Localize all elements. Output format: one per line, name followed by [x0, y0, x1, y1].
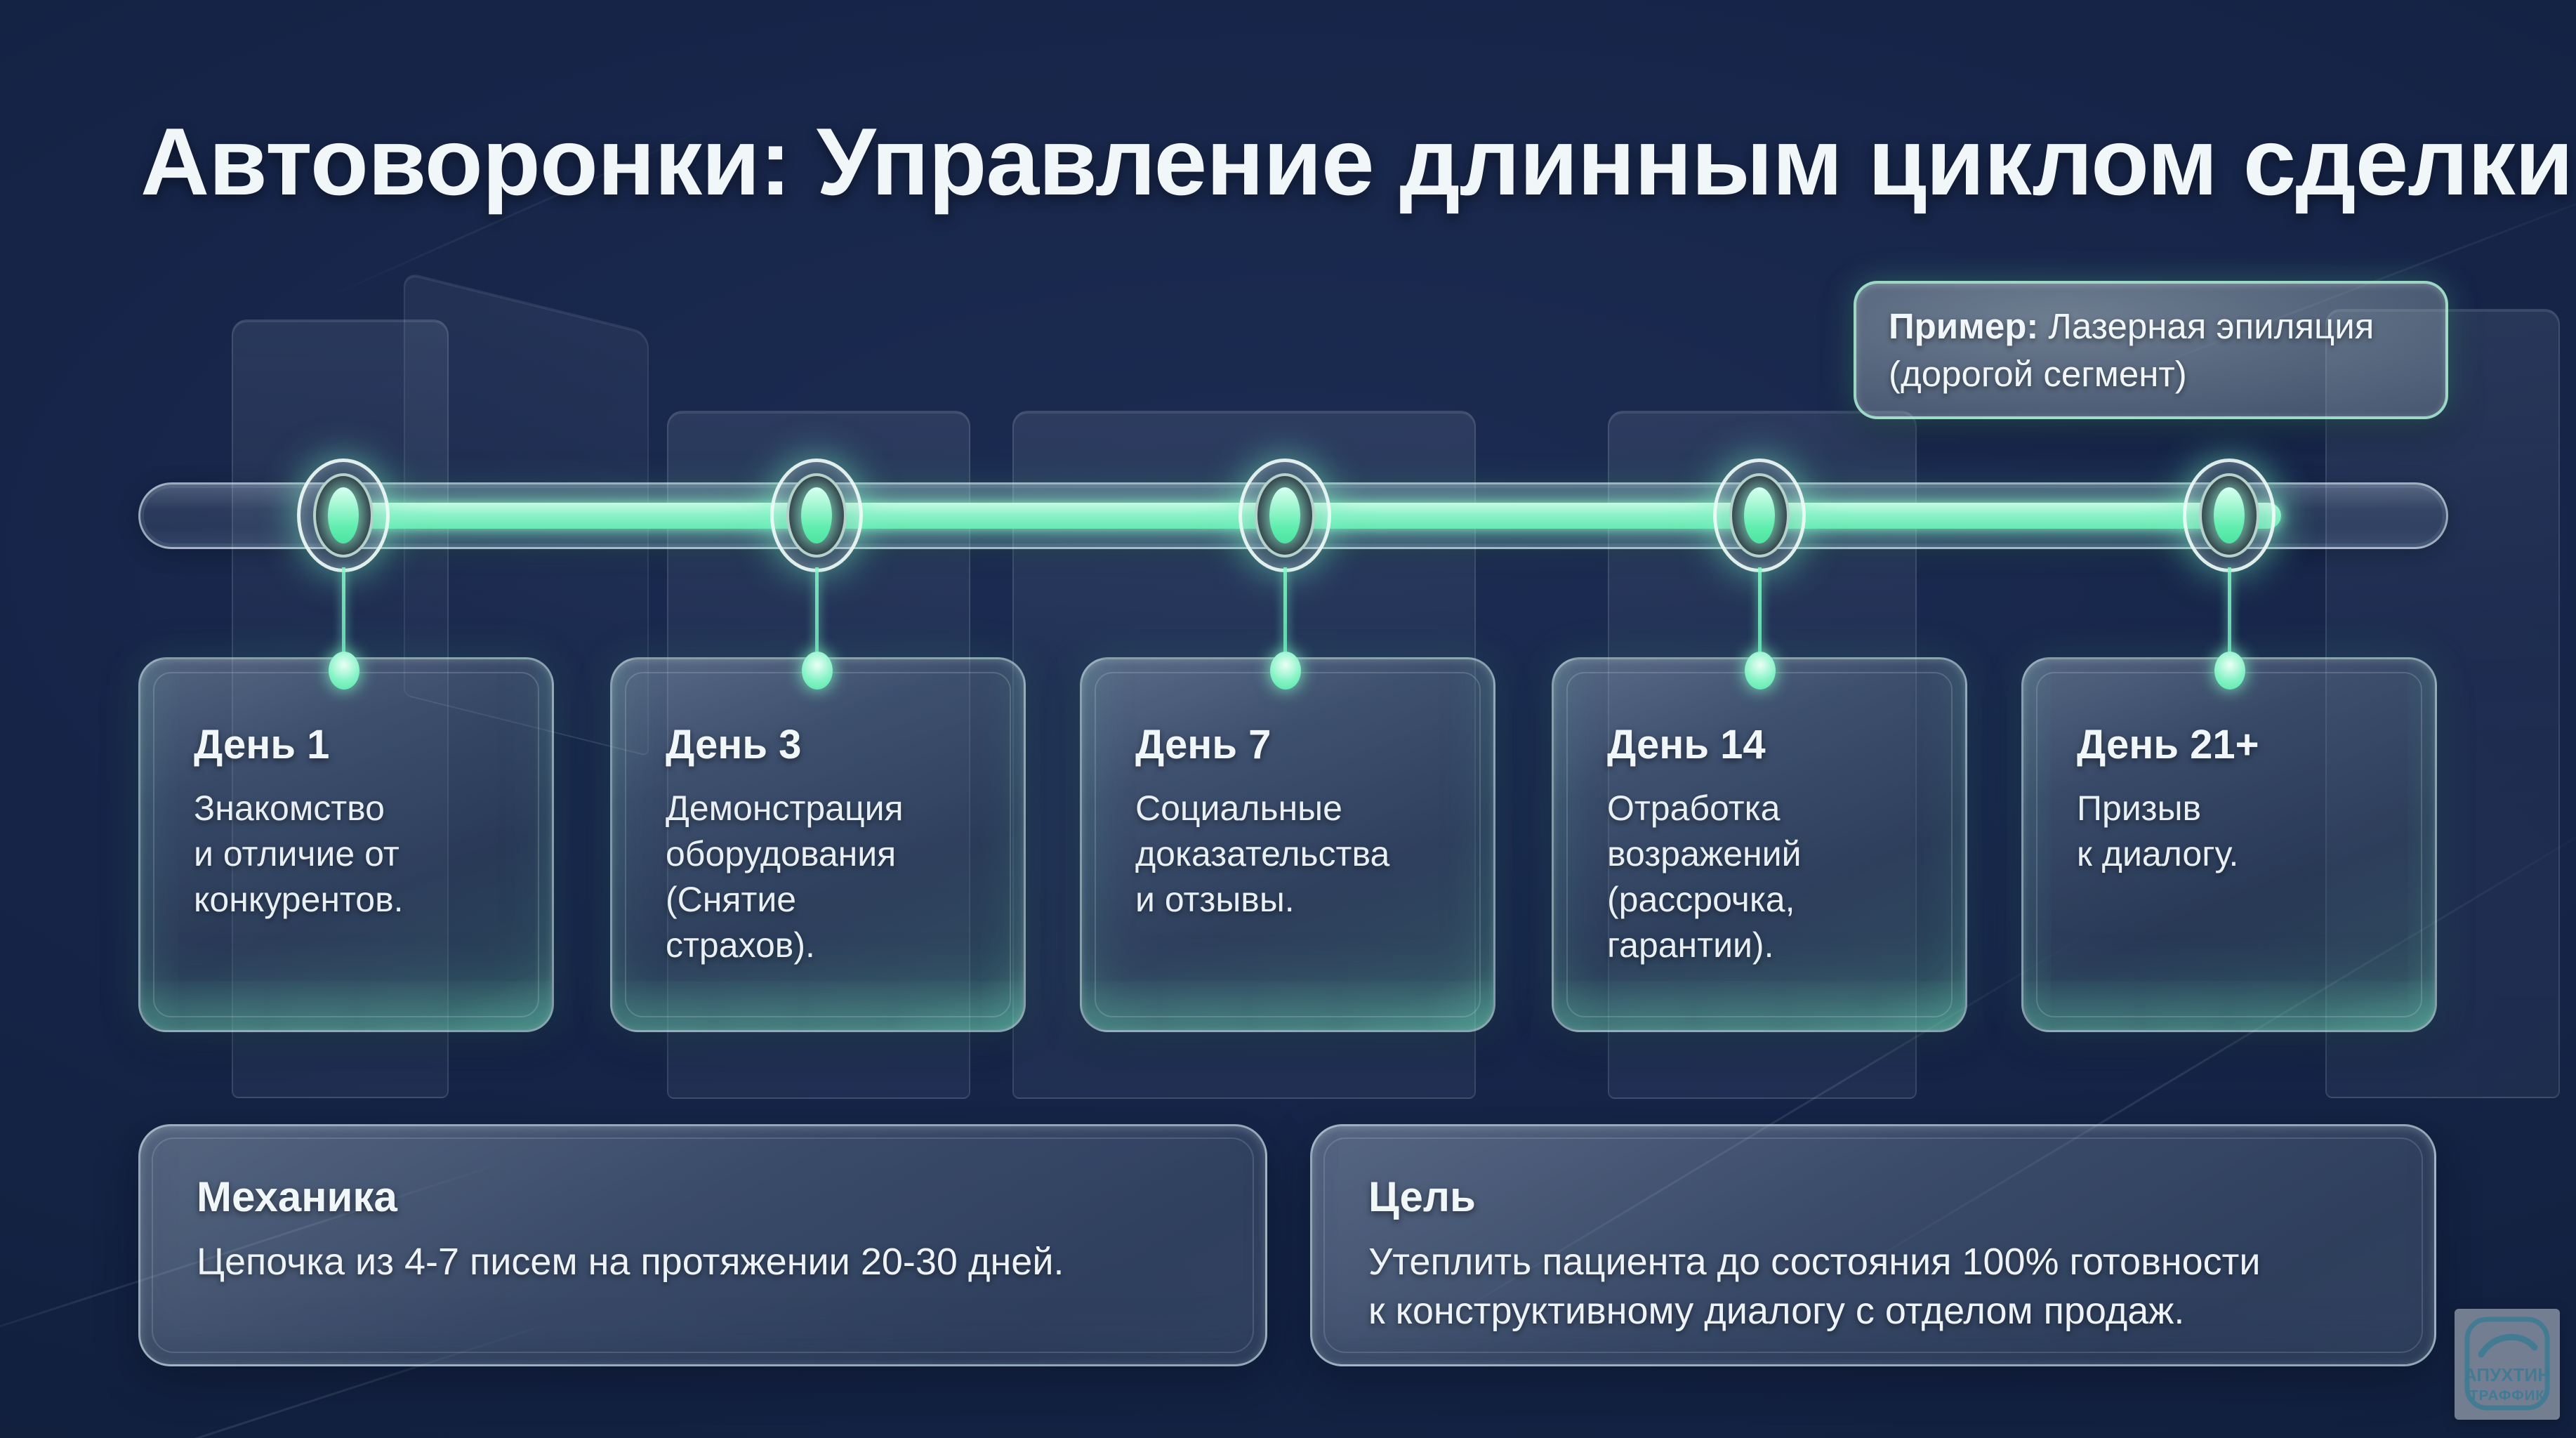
- day-card-21plus: День 21+ Призыв к диалогу.: [2021, 657, 2437, 1032]
- day-card-1: День 1 Знакомство и отличие от конкурент…: [138, 657, 554, 1032]
- day-card-7: День 7 Социальные доказательства и отзыв…: [1080, 657, 1495, 1032]
- day-card-text: Призыв к диалогу.: [2077, 788, 2239, 873]
- node-core: [1269, 487, 1300, 543]
- timeline-node-day21: [2183, 459, 2276, 572]
- info-card-text: Цепочка из 4-7 писем на протяжении 20-30…: [197, 1241, 1064, 1283]
- timeline-node-day1: [297, 459, 390, 572]
- apukhtin-traffic-logo-icon: АПУХТИН ТРАФФИК: [2464, 1317, 2551, 1411]
- day-card-3: День 3 Демонстрация оборудования (Снятие…: [610, 657, 1026, 1032]
- example-value: Лазерная эпиляция (дорогой сегмент): [1889, 306, 2374, 394]
- example-callout-text: Пример:Лазерная эпиляция (дорогой сегмен…: [1889, 303, 2413, 397]
- watermark: АПУХТИН ТРАФФИК: [2455, 1309, 2560, 1420]
- timeline-node-day14: [1713, 459, 1806, 572]
- watermark-line1: АПУХТИН: [2464, 1364, 2551, 1385]
- day-card-title: День 21+: [2077, 722, 2259, 767]
- day-card-text: Отработка возражений (рассрочка, гаранти…: [1607, 788, 1802, 965]
- mechanics-card: Механика Цепочка из 4-7 писем на протяже…: [138, 1124, 1267, 1366]
- connector-dot: [2214, 652, 2245, 690]
- day-card-14: День 14 Отработка возражений (рассрочка,…: [1552, 657, 1967, 1032]
- day-card-text: Знакомство и отличие от конкурентов.: [194, 788, 404, 919]
- page-title: Автоворонки: Управление длинным циклом с…: [140, 108, 2573, 215]
- connector-dot: [328, 652, 359, 690]
- info-card-title: Механика: [197, 1173, 397, 1220]
- connector-line: [1744, 567, 1776, 690]
- connector-line: [328, 567, 359, 690]
- node-core: [328, 487, 359, 543]
- info-card-text: Утеплить пациента до состояния 100% гото…: [1368, 1241, 2261, 1333]
- example-label: Пример:: [1889, 306, 2039, 347]
- day-card-text: Демонстрация оборудования (Снятие страхо…: [666, 788, 904, 965]
- day-card-title: День 7: [1135, 722, 1272, 767]
- swoosh-arc-icon: [2478, 1333, 2538, 1358]
- timeline-node-day3: [770, 459, 863, 572]
- connector-line: [801, 567, 833, 690]
- connector-dot: [1269, 652, 1301, 690]
- day-card-text: Социальные доказательства и отзывы.: [1135, 788, 1390, 919]
- timeline-node-day7: [1239, 459, 1331, 572]
- watermark-line2: ТРАФФИК: [2469, 1387, 2545, 1404]
- glass-panel: [2325, 309, 2560, 1098]
- node-core: [1744, 487, 1775, 543]
- goal-card: Цель Утеплить пациента до состояния 100%…: [1310, 1124, 2436, 1366]
- example-callout: Пример:Лазерная эпиляция (дорогой сегмен…: [1854, 281, 2448, 419]
- day-card-title: День 14: [1607, 722, 1766, 767]
- node-core: [801, 487, 832, 543]
- day-card-title: День 1: [194, 722, 330, 767]
- day-card-title: День 3: [666, 722, 802, 767]
- connector-line: [1269, 567, 1301, 690]
- info-card-title: Цель: [1368, 1173, 1476, 1220]
- node-core: [2214, 487, 2245, 543]
- connector-line: [2214, 567, 2245, 690]
- connector-dot: [801, 652, 833, 690]
- connector-dot: [1744, 652, 1776, 690]
- glass-panel: [232, 319, 449, 1098]
